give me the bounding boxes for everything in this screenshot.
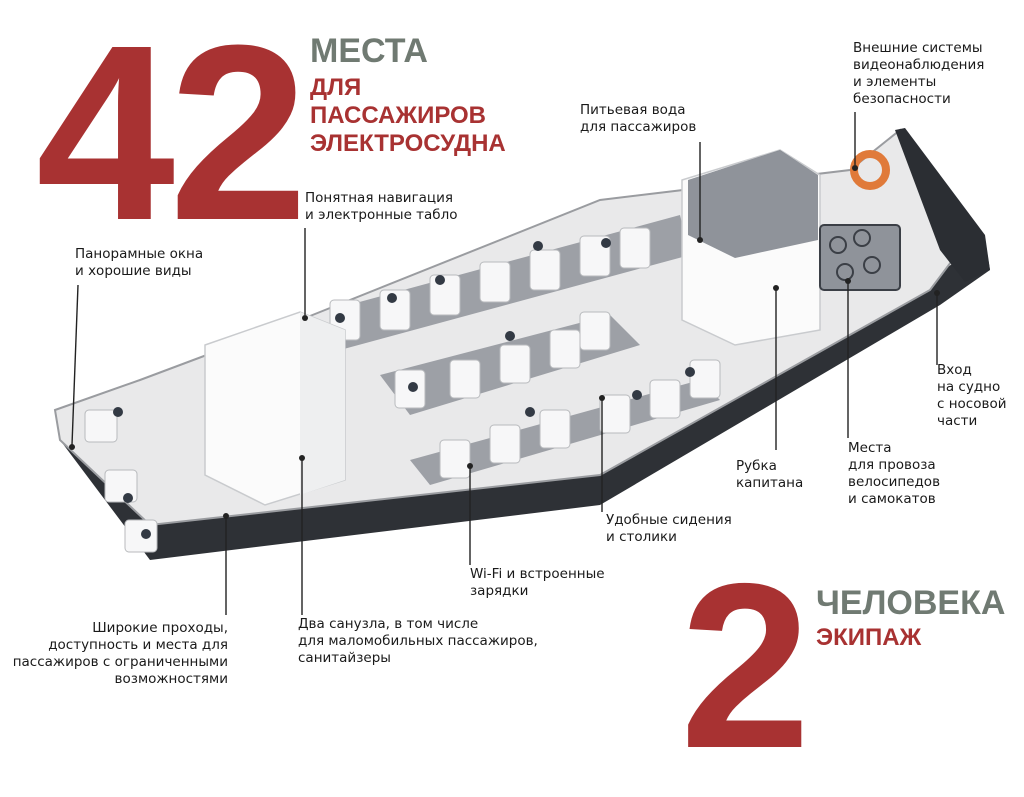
seat-rows xyxy=(84,227,721,553)
callout-bike-storage: Места для провоза велосипедов и самокато… xyxy=(848,440,941,507)
electric-vessel-illustration xyxy=(53,112,990,615)
callout-toilets: Два санузла, в том числе для маломобильн… xyxy=(298,616,538,666)
callout-wheelhouse: Рубка капитана xyxy=(736,458,804,491)
callout-cameras: Внешние системы видеонаблюдения и элемен… xyxy=(853,40,985,107)
callout-drinking-water: Питьевая вода для пассажиров xyxy=(580,102,697,135)
seats-label-mesta: МЕСТА xyxy=(310,32,428,70)
callout-leaders xyxy=(69,112,940,615)
passenger-figures xyxy=(113,238,695,539)
callout-panoramic-windows: Панорамные окна и хорошие виды xyxy=(75,246,204,279)
seats-label-vessel: ЭЛЕКТРОСУДНА xyxy=(310,130,506,157)
callout-wifi: Wi-Fi и встроенные зарядки xyxy=(470,566,605,599)
callout-seating: Удобные сидения и столики xyxy=(606,512,732,545)
bow-ramp xyxy=(895,128,990,282)
crew-number: 2 xyxy=(680,534,811,797)
deck xyxy=(53,128,962,527)
callout-aisles-accessibility: Широкие проходы, доступность и места для… xyxy=(12,620,228,687)
seats-label-passengers: ПАССАЖИРОВ xyxy=(310,102,487,129)
seats-label-dlya: ДЛЯ xyxy=(310,74,362,101)
callout-navigation: Понятная навигация и электронные табло xyxy=(305,190,458,223)
wheelhouse-glass xyxy=(688,150,818,258)
crew-label-people: ЧЕЛОВЕКА xyxy=(816,584,1006,622)
callout-entrance: Вход на судно с носовой части xyxy=(937,362,1007,429)
bike-rack xyxy=(819,224,901,291)
seats-number: 42 xyxy=(36,0,308,272)
crew-label-crew: ЭКИПАЖ xyxy=(816,624,922,651)
